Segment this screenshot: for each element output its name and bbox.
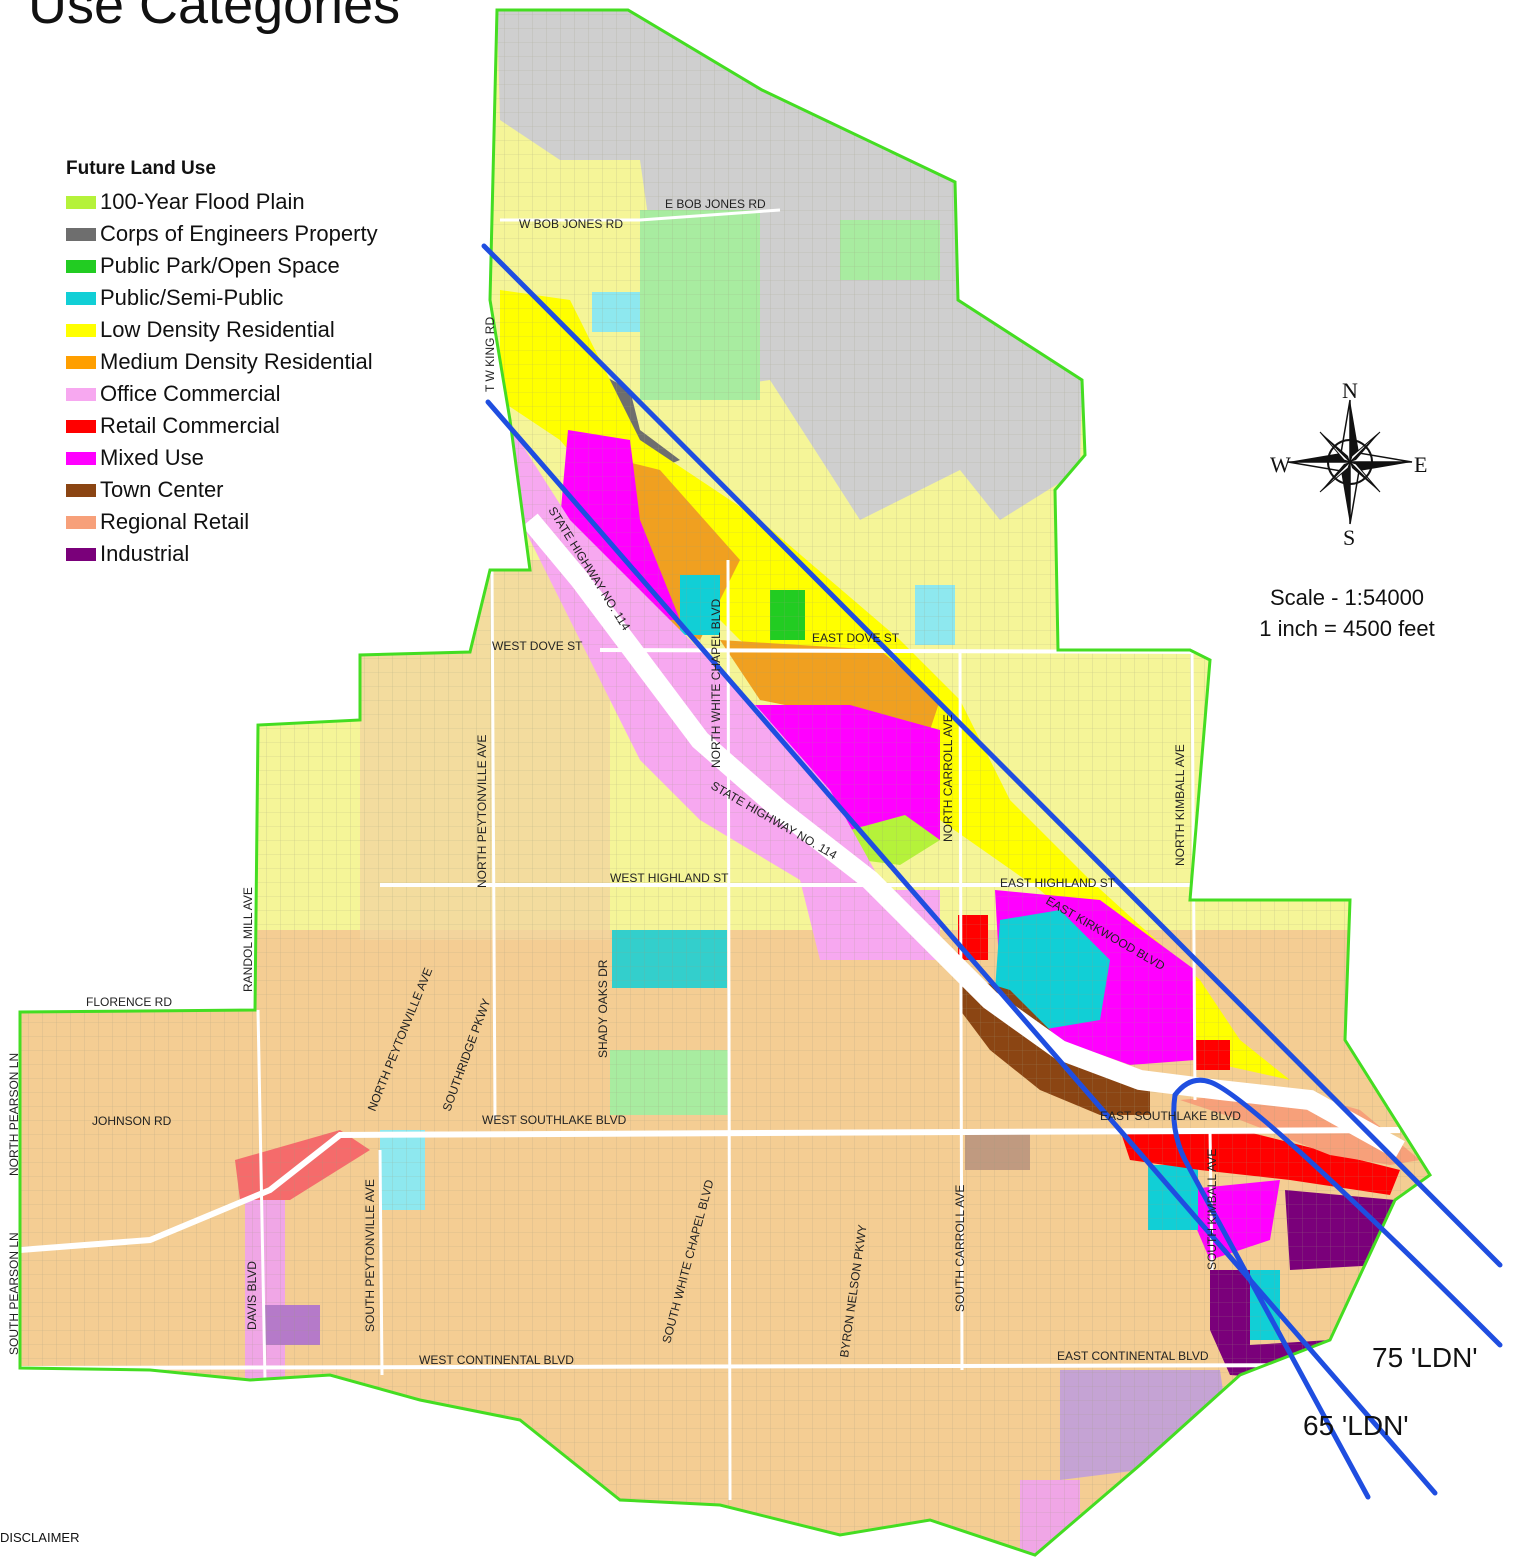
legend-item: Town Center — [66, 474, 378, 506]
street-label: JOHNSON RD — [92, 1114, 172, 1128]
street-label: SOUTH KIMBALL AVE — [1205, 1149, 1219, 1270]
scale-inch: 1 inch = 4500 feet — [1259, 616, 1435, 641]
street-label: EAST SOUTHLAKE BLVD — [1100, 1109, 1241, 1123]
legend-item: Regional Retail — [66, 506, 378, 538]
legend-label: Office Commercial — [100, 381, 281, 406]
legend-label: Mixed Use — [100, 445, 204, 470]
street-label: WEST DOVE ST — [492, 639, 583, 653]
street-label: NORTH KIMBALL AVE — [1173, 744, 1187, 866]
street-label: E BOB JONES RD — [665, 197, 766, 211]
compass-east-label: E — [1414, 452, 1428, 477]
street-label: WEST HIGHLAND ST — [610, 871, 729, 885]
legend-swatch — [66, 323, 96, 337]
legend-item: Mixed Use — [66, 442, 378, 474]
legend-label: Medium Density Residential — [100, 349, 373, 374]
street-label: SHADY OAKS DR — [596, 959, 610, 1058]
street-label: SOUTH PEYTONVILLE AVE — [363, 1179, 377, 1332]
contour-65-ldn-lower — [1171, 1092, 1371, 1500]
legend-swatch — [66, 355, 96, 369]
legend-item: Retail Commercial — [66, 410, 378, 442]
legend-label: Public Park/Open Space — [100, 253, 340, 278]
street-label: NORTH PEYTONVILLE AVE — [475, 735, 489, 888]
street-label: NORTH PEARSON LN — [7, 1053, 21, 1176]
legend-swatch — [66, 483, 96, 497]
legend-title: Future Land Use — [66, 158, 216, 179]
legend-label: Low Density Residential — [100, 317, 335, 342]
map-title: Use Categories — [28, 0, 401, 35]
noise-contours — [481, 243, 1503, 1500]
legend-item: Low Density Residential — [66, 314, 378, 346]
contour-75-ldn-upper — [481, 243, 1503, 1268]
contour-label-65: 65 'LDN' — [1303, 1410, 1409, 1441]
street-label: W BOB JONES RD — [519, 217, 623, 231]
compass-west-label: W — [1270, 452, 1291, 477]
street-label: NORTH CARROLL AVE — [941, 714, 955, 842]
legend-label: Town Center — [100, 477, 224, 502]
legend-swatch — [66, 419, 96, 433]
street-label: FLORENCE RD — [86, 995, 172, 1009]
street-label: WEST SOUTHLAKE BLVD — [482, 1113, 627, 1127]
street-label: RANDOL MILL AVE — [241, 887, 255, 992]
street-label: SOUTH PEARSON LN — [7, 1232, 21, 1355]
legend-swatch — [66, 387, 96, 401]
street-label: EAST CONTINENTAL BLVD — [1057, 1349, 1209, 1363]
street-label: EAST HIGHLAND ST — [1000, 876, 1116, 890]
legend-swatch — [66, 291, 96, 305]
legend-label: Industrial — [100, 541, 190, 566]
legend-label: Corps of Engineers Property — [100, 221, 378, 246]
compass-rose-icon — [1287, 399, 1413, 525]
legend-swatch — [66, 227, 96, 241]
legend-swatch — [66, 451, 96, 465]
street-label: WEST CONTINENTAL BLVD — [419, 1353, 574, 1367]
legend-swatch — [66, 259, 96, 273]
street-label: EAST DOVE ST — [812, 631, 900, 645]
street-label: NORTH WHITE CHAPEL BLVD — [709, 599, 723, 768]
contour-label-75: 75 'LDN' — [1372, 1342, 1478, 1373]
legend-item: Public Park/Open Space — [66, 250, 378, 282]
compass-north-label: N — [1342, 378, 1358, 403]
legend-item: 100-Year Flood Plain — [66, 186, 378, 218]
legend-item: Public/Semi-Public — [66, 282, 378, 314]
legend-label: Public/Semi-Public — [100, 285, 284, 310]
contour-75-ldn-lower — [485, 399, 1438, 1496]
legend-swatch — [66, 515, 96, 529]
street-label: DAVIS BLVD — [245, 1261, 259, 1330]
city-boundary-outline — [18, 8, 1433, 1557]
legend-item: Medium Density Residential — [66, 346, 378, 378]
contour-65-ldn-upper — [1172, 1077, 1503, 1348]
legend-swatch — [66, 547, 96, 561]
legend-item: Corps of Engineers Property — [66, 218, 378, 250]
disclaimer: DISCLAIMER — [0, 1530, 80, 1545]
road-network — [20, 208, 1405, 1501]
legend-label: Retail Commercial — [100, 413, 280, 438]
legend-label: Regional Retail — [100, 509, 250, 534]
compass-south-label: S — [1343, 525, 1356, 550]
street-label: SOUTH CARROLL AVE — [953, 1185, 967, 1312]
street-label: T W KING RD — [483, 317, 497, 392]
legend-label: 100-Year Flood Plain — [100, 189, 305, 214]
scale-ratio: Scale - 1:54000 — [1269, 585, 1425, 610]
legend-swatch — [66, 195, 96, 209]
legend-item: Industrial — [66, 538, 378, 570]
legend-item: Office Commercial — [66, 378, 378, 410]
map-scale: Scale - 1:54000 1 inch = 4500 feet — [1230, 582, 1464, 644]
